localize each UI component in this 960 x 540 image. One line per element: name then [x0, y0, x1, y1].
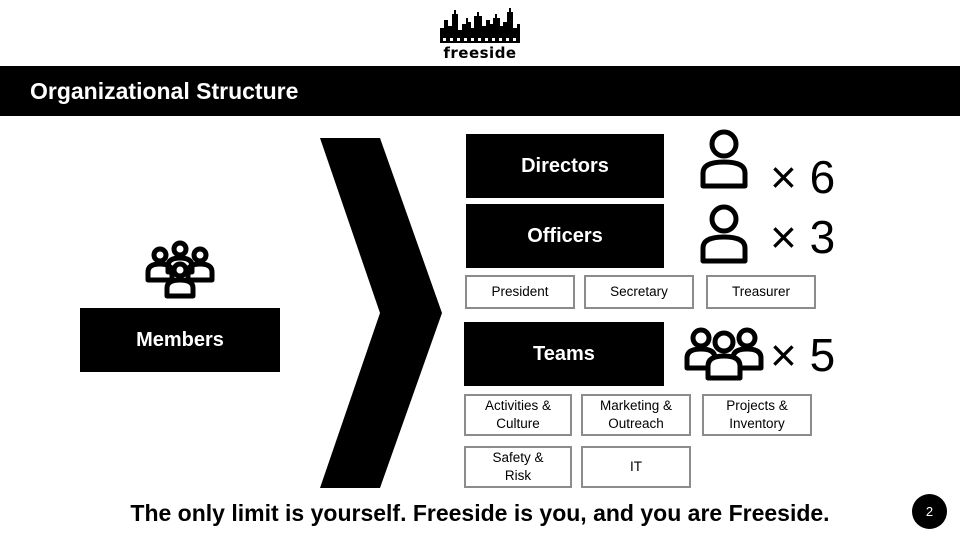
title-bar: Organizational Structure: [0, 66, 960, 116]
directors-box: Directors: [466, 134, 664, 198]
directors-label: Directors: [521, 154, 609, 177]
team-activities-culture: Activities & Culture: [464, 394, 572, 436]
logo-text: freeside: [443, 44, 517, 62]
city-skyline-icon: [440, 8, 520, 43]
teams-box: Teams: [464, 322, 664, 386]
members-label: Members: [136, 328, 224, 351]
tagline: The only limit is yourself. Freeside is …: [130, 500, 830, 526]
team-label: Projects & Inventory: [726, 397, 788, 431]
page-title: Organizational Structure: [30, 78, 299, 104]
team-marketing-outreach: Marketing & Outreach: [581, 394, 691, 436]
team-it: IT: [581, 446, 691, 488]
role-secretary: Secretary: [584, 275, 694, 309]
group-people-icon: [684, 326, 764, 387]
page-number: 2: [925, 504, 934, 519]
freeside-logo: freeside: [440, 6, 520, 62]
teams-label: Teams: [533, 342, 595, 365]
officers-box: Officers: [466, 204, 664, 268]
teams-count: × 5: [770, 329, 836, 381]
page-number-badge: 2: [912, 494, 947, 529]
team-projects-inventory: Projects & Inventory: [702, 394, 812, 436]
team-label: Safety & Risk: [492, 449, 544, 483]
directors-count: × 6: [770, 151, 836, 203]
team-safety-risk: Safety & Risk: [464, 446, 572, 488]
person-icon: [698, 128, 750, 195]
team-label: IT: [630, 458, 642, 474]
role-president: President: [465, 275, 575, 309]
person-icon: [698, 203, 750, 270]
team-label: Marketing & Outreach: [599, 397, 673, 431]
officers-count: × 3: [770, 211, 836, 263]
members-box: Members: [80, 308, 280, 372]
officers-label: Officers: [527, 224, 603, 247]
group-people-icon: [142, 240, 218, 305]
role-treasurer: Treasurer: [706, 275, 816, 309]
team-label: Activities & Culture: [484, 397, 552, 431]
chevron-right-icon: [320, 138, 442, 493]
